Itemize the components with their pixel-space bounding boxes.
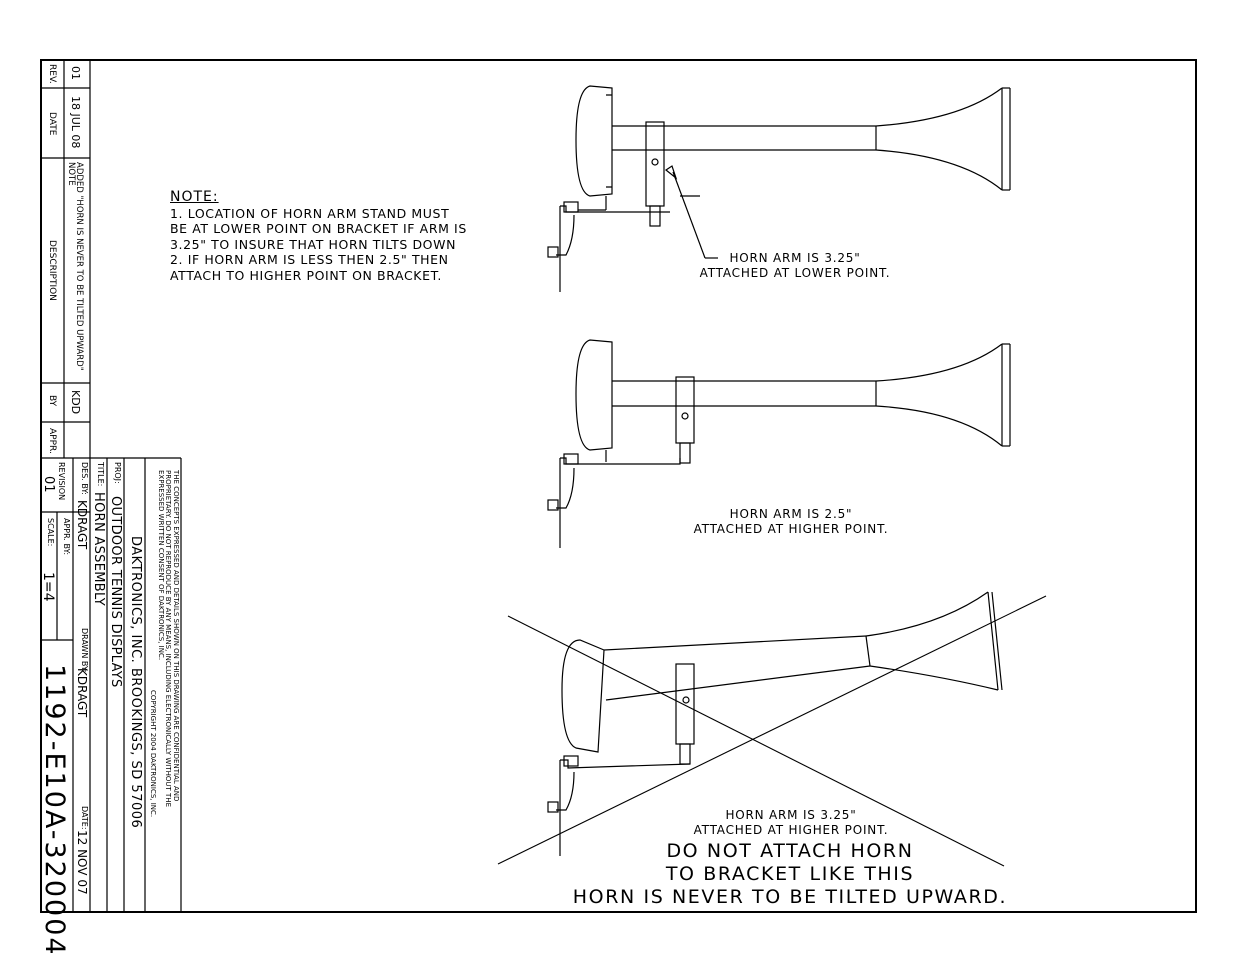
top-caption: HORN ARM IS 3.25" ATTACHED AT LOWER POIN… <box>690 251 900 281</box>
warning-line: TO BRACKET LIKE THIS <box>665 863 915 885</box>
warning-line: DO NOT ATTACH HORN <box>666 840 914 862</box>
confidential-line: THE CONCEPTS EXPRESSED AND DETAILS SHOWN… <box>172 470 180 802</box>
scale-value: 1=4 <box>40 572 56 602</box>
rev-description-value-2: NOTE <box>66 162 76 186</box>
note-line: 2. IF HORN ARM IS LESS THEN 2.5" THEN <box>170 252 449 267</box>
title-block-grid <box>40 60 182 912</box>
confidential-notice: THE CONCEPTS EXPRESSED AND DETAILS SHOWN… <box>149 470 181 818</box>
drawing-date: 12 NOV 07 <box>75 830 89 895</box>
note-line: ATTACH TO HIGHER POINT ON BRACKET. <box>170 267 442 283</box>
caption-line: ATTACHED AT HIGHER POINT. <box>693 823 889 837</box>
caption-line: ATTACHED AT LOWER POINT. <box>699 266 891 280</box>
date-label: DATE: <box>80 806 89 830</box>
project-name: OUTDOOR TENNIS DISPLAYS <box>108 496 123 688</box>
des-label: DES. BY: <box>80 462 89 495</box>
date-header: DATE <box>47 112 57 136</box>
drawing-title: HORN ASSEMBLY <box>91 492 106 606</box>
bottom-caption: HORN ARM IS 3.25" ATTACHED AT HIGHER POI… <box>682 808 900 838</box>
confidential-line: EXPRESSED WRITTEN CONSENT OF DAKTRONICS,… <box>157 470 165 661</box>
rev-value: 01 <box>69 66 82 80</box>
by-header: BY <box>47 395 57 407</box>
caption-line: HORN ARM IS 2.5" <box>729 507 853 521</box>
appr-label: APPR. BY: <box>62 518 71 556</box>
note-block: NOTE: 1. LOCATION OF HORN ARM STAND MUST… <box>170 189 467 283</box>
appr-header: APPR. <box>47 428 57 454</box>
horn-bottom <box>497 591 1047 867</box>
note-line: 3.25" TO INSURE THAT HORN TILTS DOWN <box>170 236 457 252</box>
drawing-frame <box>40 59 1197 913</box>
horn-middle <box>547 339 1011 548</box>
drawn-label: DRAWN BY: <box>80 628 89 673</box>
confidential-line: PROPRIETARY. DO NOT REPRODUCE BY ANY MEA… <box>164 470 173 807</box>
rev-description-value: ADDED "HORN IS NEVER TO BE TILTED UPWARD… <box>74 162 84 371</box>
note-title: NOTE: <box>170 189 219 205</box>
note-line: BE AT LOWER POINT ON BRACKET IF ARM IS <box>170 221 467 236</box>
caption-line: ATTACHED AT HIGHER POINT. <box>693 522 889 536</box>
rev-header: REV. <box>47 64 57 84</box>
caption-line: HORN ARM IS 3.25" <box>729 251 861 265</box>
middle-caption: HORN ARM IS 2.5" ATTACHED AT HIGHER POIN… <box>682 507 900 537</box>
note-line: 1. LOCATION OF HORN ARM STAND MUST <box>170 205 450 221</box>
confidential-line: COPYRIGHT 2004 DAKTRONICS, INC. <box>149 690 158 818</box>
drawn-by: KDRAGT <box>75 668 89 718</box>
caption-line: HORN ARM IS 3.25" <box>725 808 857 822</box>
proj-label: PROJ: <box>113 462 122 484</box>
drawing-number: 1192-E10A-320004 <box>39 664 70 957</box>
designer: KDRAGT <box>75 500 89 550</box>
company-name: DAKTRONICS, INC. BROOKINGS, SD 57006 <box>128 536 143 829</box>
horn-top <box>547 85 1011 292</box>
description-header: DESCRIPTION <box>47 240 57 301</box>
warning-line: HORN IS NEVER TO BE TILTED UPWARD. <box>572 886 1008 908</box>
title-label: TITLE: <box>96 462 105 487</box>
rev-by-value: KDD <box>69 390 82 415</box>
scale-label: SCALE: <box>46 518 55 547</box>
revision-number: 01 <box>41 476 56 493</box>
rev-date-value: 18 JUL 08 <box>69 96 82 149</box>
warning-text: DO NOT ATTACH HORN TO BRACKET LIKE THIS … <box>560 840 1020 909</box>
revision-label: REVISION <box>57 462 66 501</box>
